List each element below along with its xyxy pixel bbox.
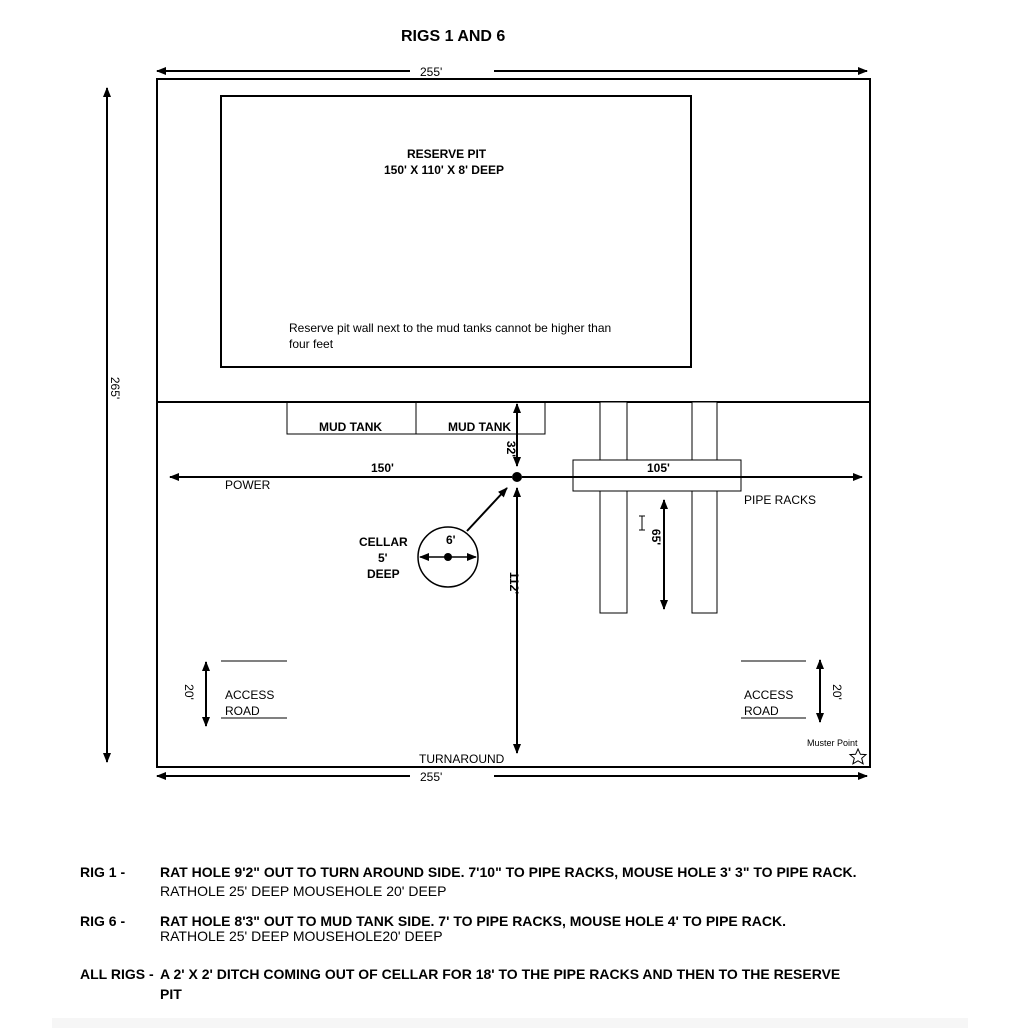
power-label: POWER	[225, 478, 271, 492]
diagram-title: RIGS 1 AND 6	[401, 28, 506, 45]
access-road-left-line1: ACCESS	[225, 688, 275, 702]
access-road-left-width-label: 20'	[181, 684, 196, 700]
mud-tank-1-label: MUD TANK	[319, 420, 383, 434]
cellar-diameter-label: 6'	[446, 533, 456, 547]
rig6-note-line2: RATHOLE 25' DEEP MOUSEHOLE20' DEEP	[160, 928, 443, 944]
reserve-pit-name: RESERVE PIT	[407, 147, 487, 161]
rig1-note-line1: RAT HOLE 9'2" OUT TO TURN AROUND SIDE. 7…	[160, 864, 857, 880]
pad-boundary	[156, 78, 871, 768]
turnaround-run-label: 112'	[507, 571, 522, 595]
pipe-rack-length-label: 65'	[649, 528, 664, 546]
top-width-label: 255'	[420, 65, 443, 79]
mud-tank-offset-label: 32'	[504, 440, 519, 458]
catwalk-outline	[572, 459, 742, 492]
reserve-pit-size: 150' X 110' X 8' DEEP	[384, 163, 504, 177]
rig1-note-line2: RATHOLE 25' DEEP MOUSEHOLE 20' DEEP	[160, 883, 447, 899]
cellar-label-line3: DEEP	[367, 567, 400, 581]
rig1-note-label: RIG 1 -	[80, 864, 126, 880]
well-center-dot	[512, 472, 522, 482]
mud-tank-2-label: MUD TANK	[448, 420, 512, 434]
pipe-rack-1-outline	[599, 401, 628, 614]
turnaround-label: TURNAROUND	[419, 752, 505, 766]
reserve-pit-note-line2: four feet	[289, 337, 334, 351]
cellar-label-line1: CELLAR	[359, 535, 408, 549]
mud-tank-2-outline	[415, 401, 546, 435]
page-bottom-band	[52, 1018, 968, 1028]
muster-point-label: Muster Point	[807, 738, 858, 748]
pipe-racks-label: PIPE RACKS	[744, 493, 817, 507]
cellar-center-dot	[444, 553, 452, 561]
cellar-pointer-arrow	[466, 487, 508, 532]
cellar-label-line2: 5'	[378, 551, 388, 565]
bottom-width-label: 255'	[420, 770, 443, 784]
all-rigs-note-line2: PIT	[160, 986, 182, 1002]
rig6-note-line1: RAT HOLE 8'3" OUT TO MUD TANK SIDE. 7' T…	[160, 913, 786, 929]
power-run-label: 150'	[368, 461, 397, 475]
access-road-left-line2: ROAD	[225, 704, 260, 718]
access-road-right-line1: ACCESS	[744, 688, 794, 702]
access-road-right-line2: ROAD	[744, 704, 779, 718]
rig6-note-label: RIG 6 -	[80, 913, 126, 929]
all-rigs-note-line1: A 2' X 2' DITCH COMING OUT OF CELLAR FOR…	[160, 966, 841, 982]
muster-point-star-icon	[848, 747, 868, 765]
pipe-rack-2-outline	[691, 401, 718, 614]
left-height-label: 265'	[108, 376, 123, 400]
i-beam-marker	[639, 515, 645, 531]
reserve-pit-outline	[220, 95, 692, 368]
reserve-pit-note-line1: Reserve pit wall next to the mud tanks c…	[289, 321, 612, 335]
pipe-run-label: 105'	[647, 461, 670, 475]
access-road-right-width-label: 20'	[829, 684, 844, 700]
all-rigs-note-label: ALL RIGS -	[80, 966, 154, 982]
